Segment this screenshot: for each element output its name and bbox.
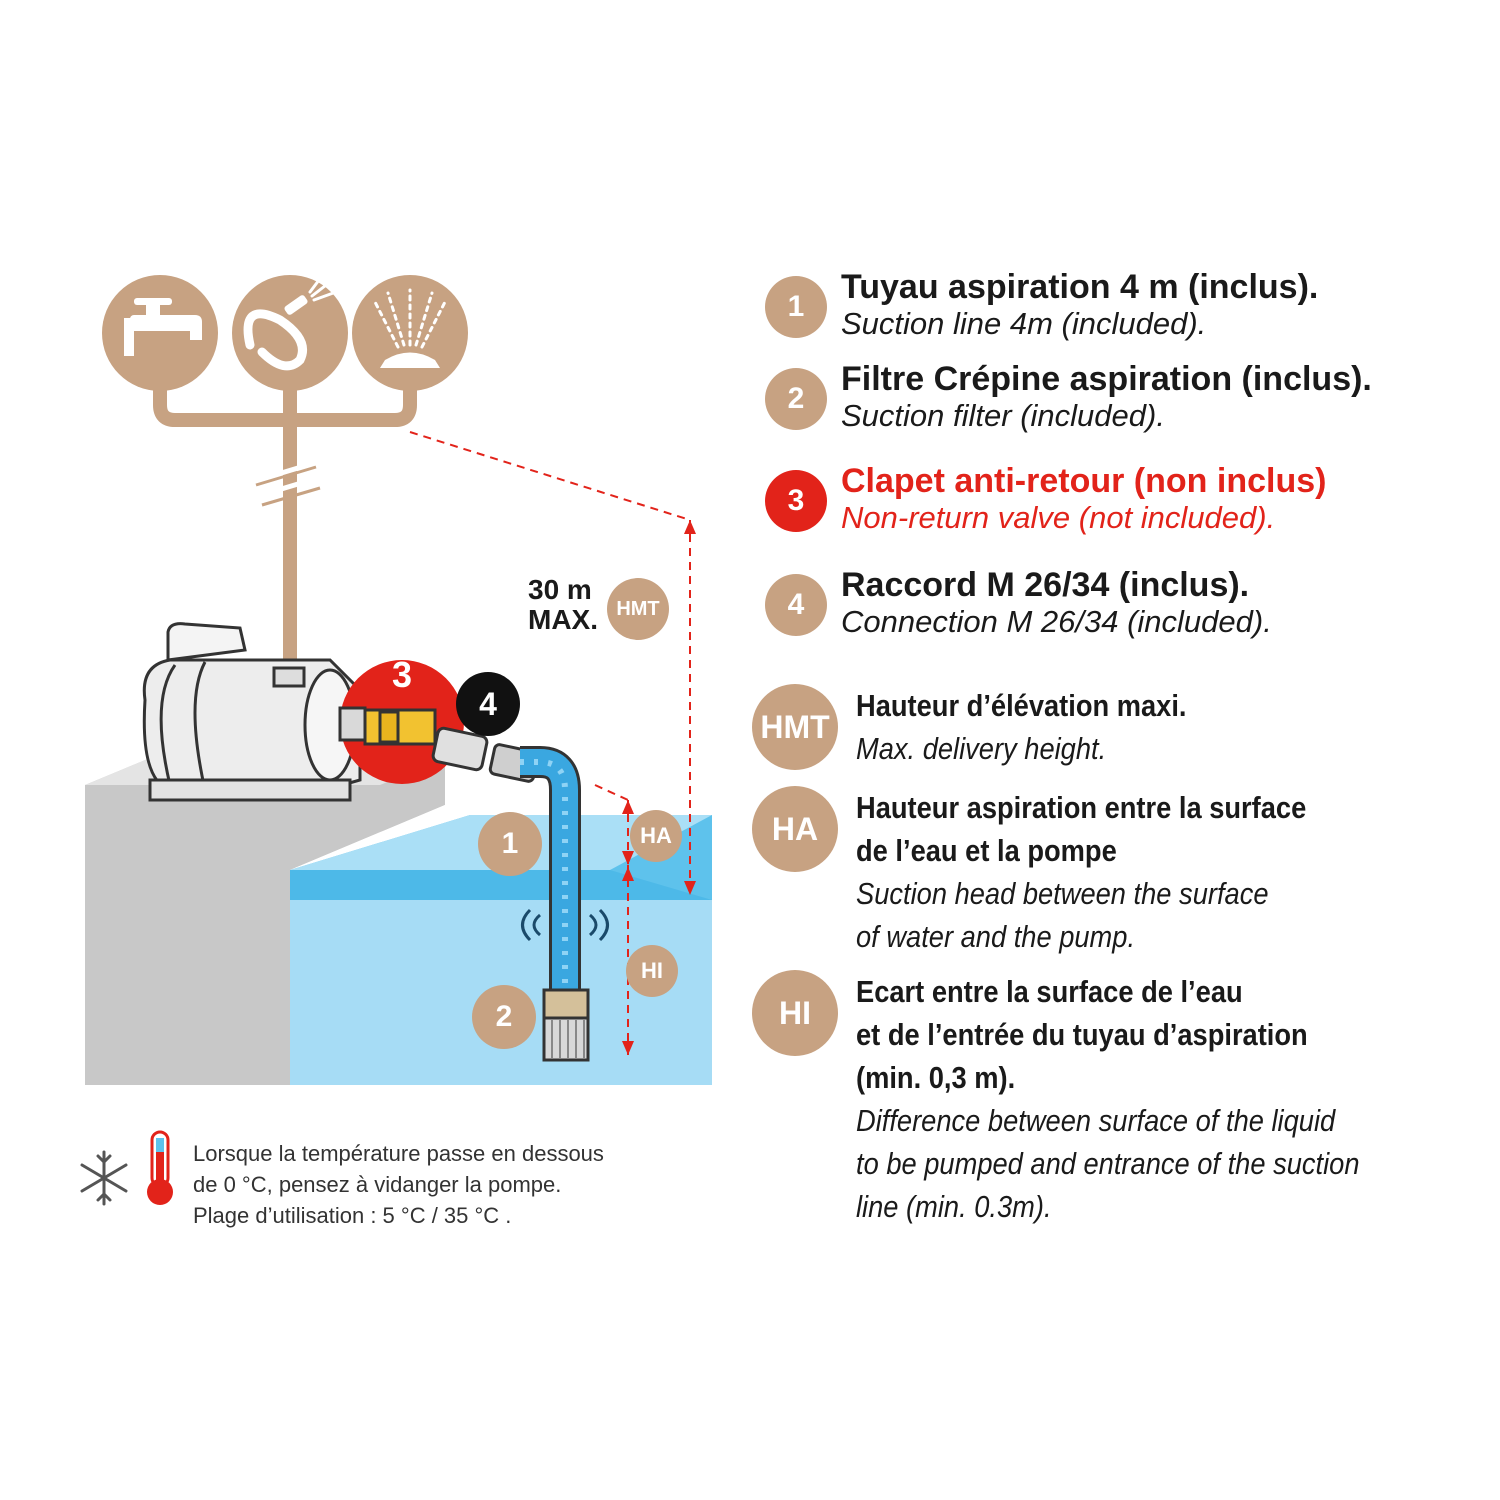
abbr-fr-line: de l’eau et la pompe xyxy=(856,833,1117,868)
abbr-text: Ecart entre la surface de l’eau et de l’… xyxy=(856,970,1419,1228)
max-height-max: MAX. xyxy=(528,604,598,635)
suction-filter xyxy=(542,988,590,1062)
abbr-badge: HA xyxy=(752,786,838,872)
abbr-fr-line: (min. 0,3 m). xyxy=(856,1060,1016,1095)
dimension-lines xyxy=(409,431,691,1055)
badge-hmt: HMT xyxy=(607,578,669,640)
legend-en: Suction filter (included). xyxy=(841,398,1165,433)
abbr-en-line: to be pumped and entrance of the suction xyxy=(856,1146,1360,1181)
abbr-fr-line: Hauteur d’élévation maxi. xyxy=(856,688,1187,723)
abbr-badge: HMT xyxy=(752,684,838,770)
non-return-valve xyxy=(338,706,437,746)
legend-fr: Clapet anti-retour (non inclus) xyxy=(841,462,1327,500)
abbr-en-line: Suction head between the surface xyxy=(856,876,1269,911)
pipe-break-outline xyxy=(255,465,321,507)
legend-en: Connection M 26/34 (included). xyxy=(841,604,1272,639)
abbr-fr-line: et de l’entrée du tuyau d’aspiration xyxy=(856,1017,1308,1052)
pipe-break-mark xyxy=(257,459,319,499)
abbr-en-line: line (min. 0.3m). xyxy=(856,1189,1052,1224)
abbr-fr-line: Ecart entre la surface de l’eau xyxy=(856,974,1243,1009)
badge-hi: HI xyxy=(626,945,678,997)
legend-en: Non-return valve (not included). xyxy=(841,500,1276,535)
suction-hose xyxy=(520,746,581,1000)
legend-fr: Filtre Crépine aspiration (inclus). xyxy=(841,360,1372,398)
legend-number: 1 xyxy=(765,276,827,338)
note-line: Plage d’utilisation : 5 °C / 35 °C . xyxy=(193,1203,512,1228)
note-line: de 0 °C, pensez à vidanger la pompe. xyxy=(193,1172,562,1197)
legend-number: 3 xyxy=(765,470,827,532)
badge-3: 3 xyxy=(391,654,413,695)
legend-fr: Tuyau aspiration 4 m (inclus). xyxy=(841,268,1319,306)
water-ripples xyxy=(521,908,609,942)
legend-fr: Raccord M 26/34 (inclus). xyxy=(841,566,1250,604)
badge-1: 1 xyxy=(478,812,542,876)
note-line: Lorsque la température passe en dessous xyxy=(193,1141,604,1166)
dimension-arrows xyxy=(622,520,696,1055)
snowflake-icon xyxy=(80,1150,128,1206)
garden-hose-icon xyxy=(232,274,348,391)
abbr-text: Hauteur d’élévation maxi. Max. delivery … xyxy=(856,684,1419,770)
frost-warning-note: Lorsque la température passe en dessous … xyxy=(193,1138,723,1231)
abbr-en-line: Max. delivery height. xyxy=(856,731,1107,766)
abbr-en-line: Difference between surface of the liquid xyxy=(856,1103,1336,1138)
badge-ha: HA xyxy=(630,810,682,862)
abbr-en-line: of water and the pump. xyxy=(856,919,1136,954)
faucet-icon xyxy=(102,275,218,391)
legend-number: 4 xyxy=(765,574,827,636)
thermometer-icon xyxy=(147,1130,173,1205)
abbr-text: Hauteur aspiration entre la surface de l… xyxy=(856,786,1419,958)
max-height-value: 30 m xyxy=(528,574,592,605)
badge-4: 4 xyxy=(456,672,520,736)
badge-2: 2 xyxy=(472,985,536,1049)
abbr-fr-line: Hauteur aspiration entre la surface xyxy=(856,790,1307,825)
legend-en: Suction line 4m (included). xyxy=(841,306,1207,341)
abbr-badge: HI xyxy=(752,970,838,1056)
pump xyxy=(142,622,362,802)
sprinkler-icon xyxy=(352,275,468,391)
legend-number: 2 xyxy=(765,368,827,430)
